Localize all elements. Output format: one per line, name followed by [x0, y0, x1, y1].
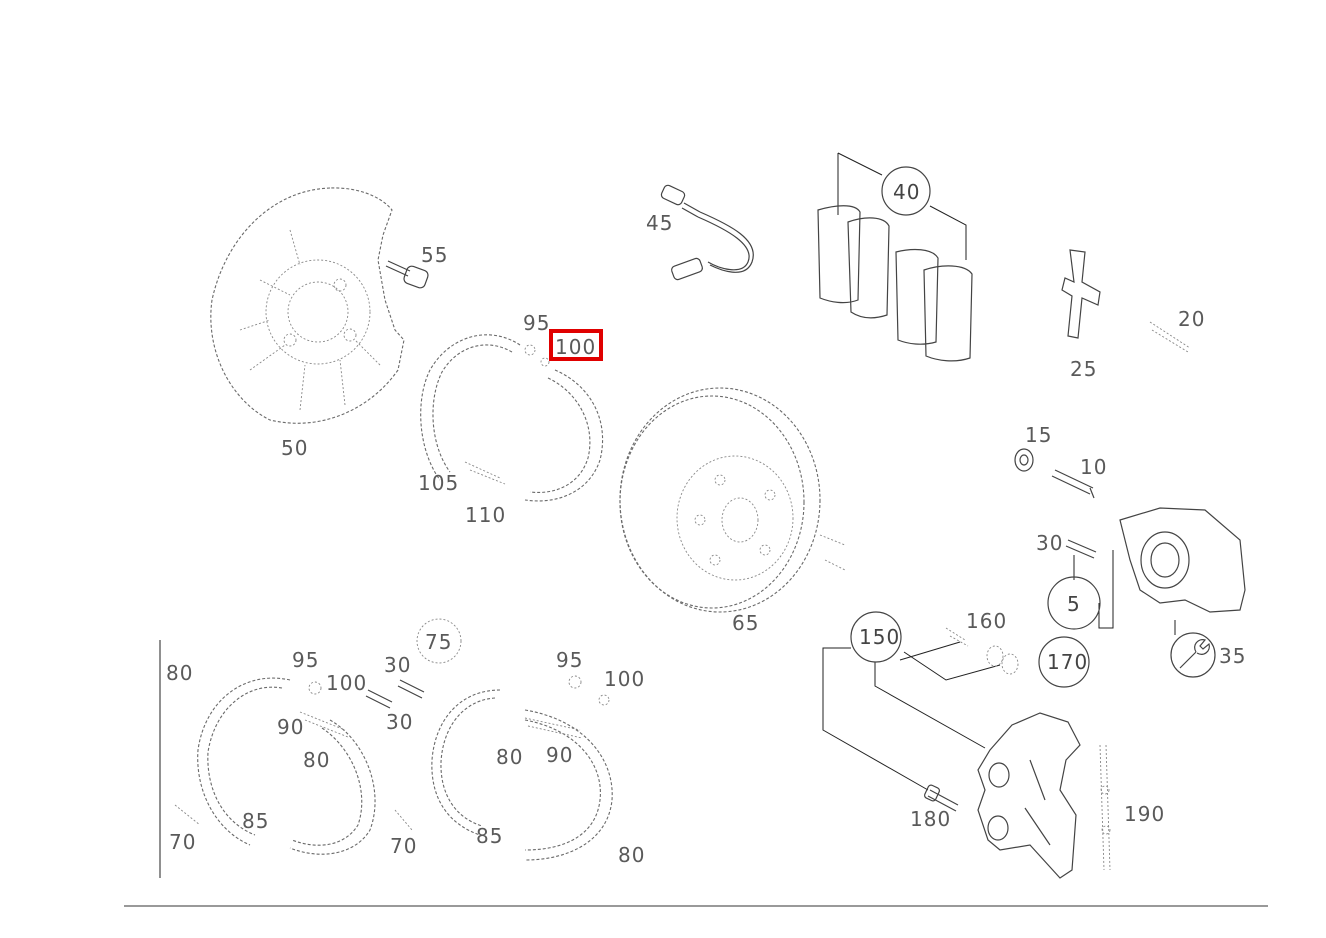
- clip-160-part[interactable]: [945, 627, 969, 647]
- brake-disc-part[interactable]: [619, 387, 846, 613]
- guide-pin-190-part[interactable]: [1099, 744, 1111, 871]
- bolt-180-part[interactable]: [923, 784, 959, 812]
- label-50: 50: [281, 436, 308, 460]
- label-170: 170: [1047, 650, 1088, 674]
- label-right-85: 85: [476, 824, 503, 848]
- label-20: 20: [1178, 307, 1205, 331]
- leader-5: [1073, 550, 1114, 629]
- label-180: 180: [910, 807, 951, 831]
- label-right-100: 100: [604, 667, 645, 691]
- label-55: 55: [421, 243, 448, 267]
- label-190: 190: [1124, 802, 1165, 826]
- label-left-30a: 30: [384, 653, 411, 677]
- label-right-80a: 80: [496, 745, 523, 769]
- label-left-70a: 70: [169, 830, 196, 854]
- label-left-90: 90: [277, 715, 304, 739]
- circle-40: [881, 166, 931, 216]
- label-right-95: 95: [556, 648, 583, 672]
- label-35: 35: [1219, 644, 1246, 668]
- label-65: 65: [732, 611, 759, 635]
- label-25: 25: [1070, 357, 1097, 381]
- wear-sensor-part[interactable]: [660, 184, 754, 281]
- label-105: 105: [418, 471, 459, 495]
- label-shoe-100: 100: [555, 335, 596, 359]
- backing-plate-part[interactable]: [210, 187, 405, 424]
- label-left-70b: 70: [390, 834, 417, 858]
- leader-150: [822, 641, 1001, 791]
- circle-75: [416, 618, 462, 664]
- label-left-80b: 80: [303, 748, 330, 772]
- label-5: 5: [1067, 592, 1081, 616]
- label-45: 45: [646, 211, 673, 235]
- label-15: 15: [1025, 423, 1052, 447]
- bleeder-valve-10-part[interactable]: [1051, 469, 1095, 499]
- label-left-100: 100: [326, 671, 367, 695]
- carrier-bracket-part[interactable]: [977, 712, 1081, 879]
- label-shoe-95: 95: [523, 311, 550, 335]
- label-right-90: 90: [546, 743, 573, 767]
- wrench-icon: [1170, 632, 1216, 678]
- bolt-55-part[interactable]: [385, 260, 429, 289]
- sleeve-170-part[interactable]: [986, 645, 1019, 675]
- highlight-box[interactable]: [549, 329, 603, 361]
- circle-170: [1038, 636, 1090, 688]
- spring-clip-part[interactable]: [1061, 249, 1101, 339]
- right-shoe-set[interactable]: [431, 675, 613, 861]
- pin-20-part[interactable]: [1149, 321, 1191, 353]
- label-30-caliper: 30: [1036, 531, 1063, 555]
- label-left-80a: 80: [166, 661, 193, 685]
- brake-caliper-part[interactable]: [1065, 507, 1246, 613]
- label-10: 10: [1080, 455, 1107, 479]
- bolts-30-part[interactable]: [365, 679, 425, 709]
- label-40: 40: [893, 180, 920, 204]
- left-shoe-set[interactable]: [174, 677, 413, 855]
- label-left-85: 85: [242, 809, 269, 833]
- label-160: 160: [966, 609, 1007, 633]
- parking-brake-shoe-set[interactable]: [420, 334, 604, 502]
- brake-pads-part[interactable]: [817, 152, 973, 362]
- label-75: 75: [425, 630, 452, 654]
- label-110: 110: [465, 503, 506, 527]
- circle-150: [850, 611, 902, 663]
- dust-cap-15-part[interactable]: [1014, 448, 1034, 472]
- label-left-95: 95: [292, 648, 319, 672]
- circle-5: [1047, 576, 1101, 630]
- label-150: 150: [859, 625, 900, 649]
- label-left-30b: 30: [386, 710, 413, 734]
- label-right-80b: 80: [618, 843, 645, 867]
